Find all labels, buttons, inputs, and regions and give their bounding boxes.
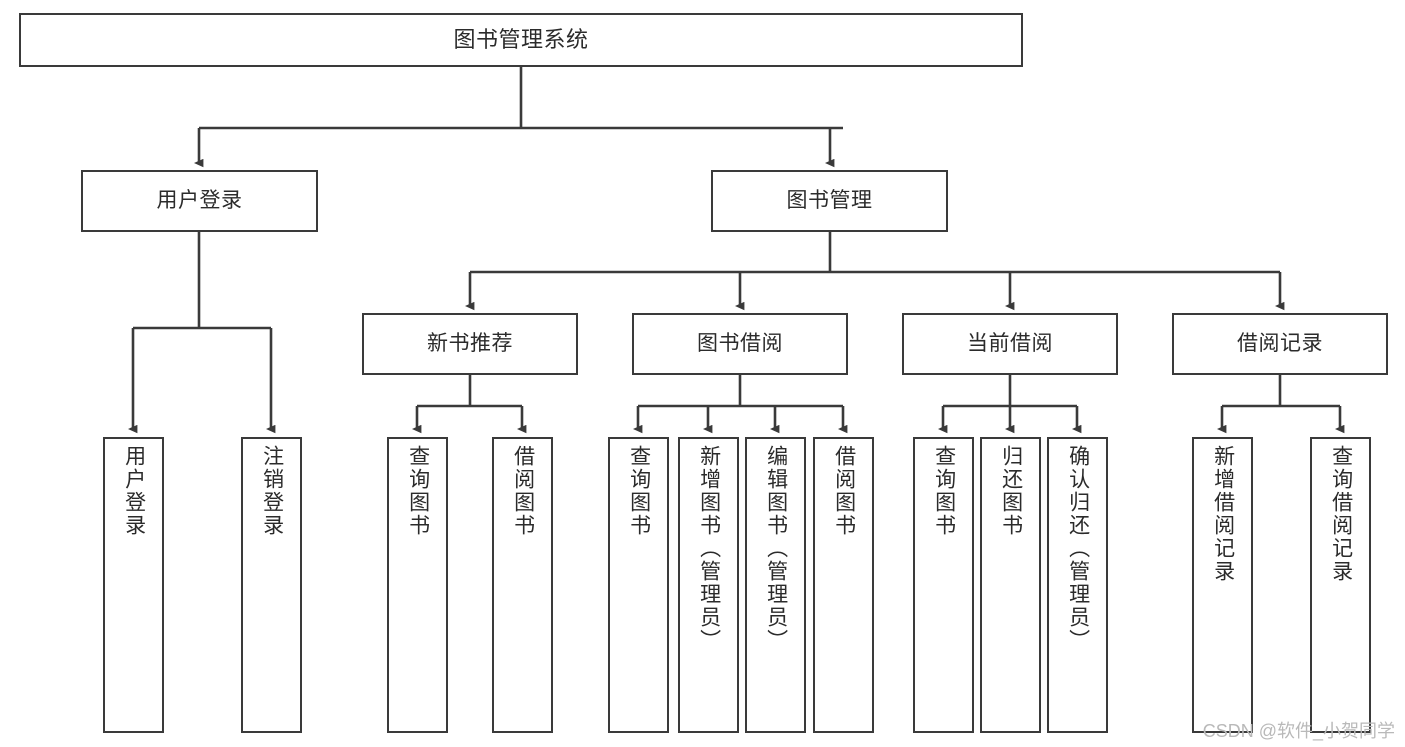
leaf-return-book[interactable]: 归还图书 [980,437,1041,733]
node-new-book-recommend[interactable]: 新书推荐 [362,313,578,375]
node-label: 借阅图书 [511,445,535,537]
node-label: 新增借阅记录 [1211,445,1235,583]
node-label: 图书管理 [786,189,873,213]
node-book-borrow[interactable]: 图书借阅 [632,313,848,375]
node-user-login[interactable]: 用户登录 [81,170,318,232]
leaf-query-books-borrow[interactable]: 查询图书 [608,437,669,733]
node-label: 图书借阅 [697,332,783,356]
leaf-confirm-return-admin[interactable]: 确认归还（管理员） [1047,437,1108,733]
node-label: 新增图书（管理员） [697,445,721,652]
node-root-system[interactable]: 图书管理系统 [19,13,1023,67]
node-borrow-records[interactable]: 借阅记录 [1172,313,1388,375]
node-label: 编辑图书（管理员） [764,445,788,652]
node-book-management[interactable]: 图书管理 [711,170,948,232]
node-label: 用户登录 [156,189,243,213]
node-label: 归还图书 [999,445,1023,537]
node-label: 当前借阅 [967,332,1053,356]
node-label: 用户登录 [122,445,146,537]
leaf-borrow-book[interactable]: 借阅图书 [813,437,874,733]
node-label: 查询图书 [932,445,956,537]
leaf-query-books-current[interactable]: 查询图书 [913,437,974,733]
watermark: CSDN @软件_小贺同学 [1202,721,1395,741]
node-label: 确认归还（管理员） [1066,445,1090,652]
node-label: 查询借阅记录 [1329,445,1353,583]
node-label: 新书推荐 [427,332,513,356]
node-label: 查询图书 [406,445,430,537]
leaf-user-login[interactable]: 用户登录 [103,437,164,733]
leaf-borrow-books-recommend[interactable]: 借阅图书 [492,437,553,733]
node-current-borrow[interactable]: 当前借阅 [902,313,1118,375]
leaf-add-book-admin[interactable]: 新增图书（管理员） [678,437,739,733]
leaf-query-books-recommend[interactable]: 查询图书 [387,437,448,733]
leaf-add-borrow-record[interactable]: 新增借阅记录 [1192,437,1253,733]
node-label: 查询图书 [627,445,651,537]
node-label: 注销登录 [260,445,284,537]
node-label: 借阅图书 [832,445,856,537]
leaf-query-borrow-record[interactable]: 查询借阅记录 [1310,437,1371,733]
node-label: 借阅记录 [1237,332,1323,356]
node-label: 图书管理系统 [453,26,589,52]
leaf-edit-book-admin[interactable]: 编辑图书（管理员） [745,437,806,733]
leaf-logout[interactable]: 注销登录 [241,437,302,733]
